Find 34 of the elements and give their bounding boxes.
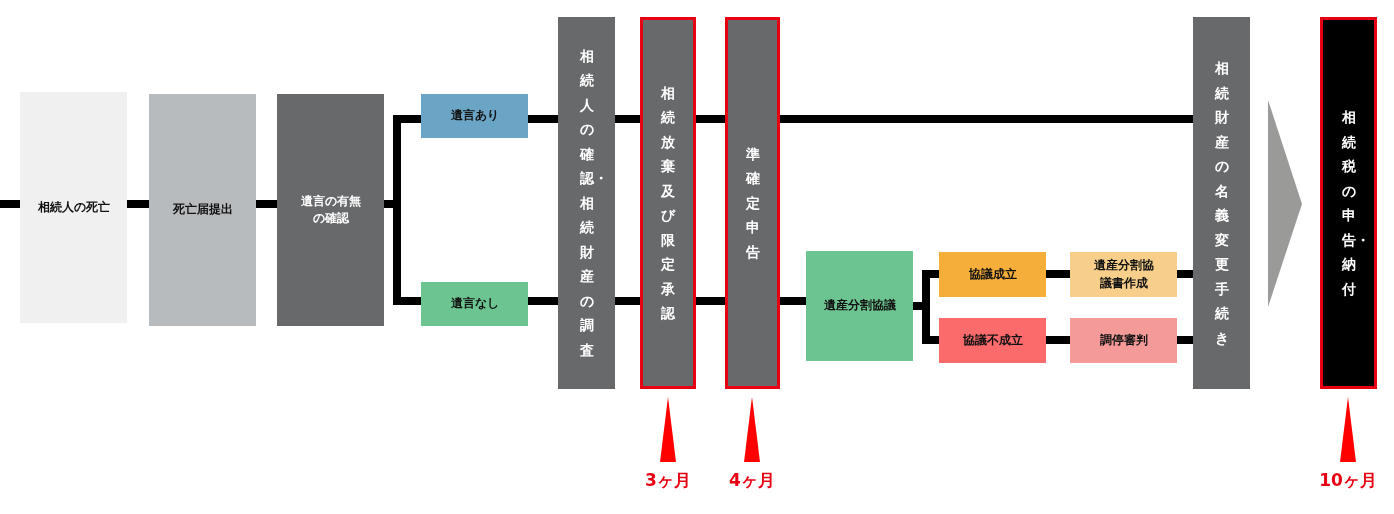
- connector-line: [615, 297, 640, 305]
- connector-line: [1177, 336, 1193, 344]
- connector-line: [696, 297, 725, 305]
- connector-line: [615, 115, 640, 123]
- connector-line: [780, 115, 1193, 123]
- connector-line: [1177, 270, 1193, 278]
- process-box: 遺産分割協議: [806, 251, 913, 361]
- process-box: 協議不成立: [939, 318, 1046, 363]
- process-box: 遺言の有無の確認: [277, 94, 384, 326]
- connector-line: [528, 297, 558, 305]
- process-box: 調停審判: [1070, 318, 1177, 363]
- process-box: 遺言あり: [421, 94, 528, 138]
- process-column: 相続放棄及び限定承認: [640, 17, 696, 389]
- connector-line: [1046, 336, 1070, 344]
- process-column: 相続税の申告・納付: [1320, 17, 1377, 389]
- process-column: 準確定申告: [725, 17, 780, 389]
- process-box: 遺言なし: [421, 282, 528, 326]
- process-box: 死亡届提出: [149, 94, 256, 326]
- process-column: 相続財産の名義変更手続き: [1193, 17, 1250, 389]
- chevron-arrow: [1268, 100, 1302, 307]
- connector-line: [0, 200, 20, 208]
- connector-line: [696, 115, 725, 123]
- process-box: 相続人の死亡: [20, 92, 127, 323]
- deadline-label: 4ヶ月: [728, 469, 776, 492]
- connector-line: [528, 115, 558, 123]
- deadline-label: 3ヶ月: [644, 469, 692, 492]
- process-box: 協議成立: [939, 252, 1046, 297]
- deadline-label: 10ヶ月: [1318, 469, 1378, 492]
- connector-line: [256, 200, 277, 208]
- connector-line: [780, 297, 806, 305]
- connector-line: [127, 200, 149, 208]
- process-box: 遺産分割協議書作成: [1070, 252, 1177, 297]
- process-column: 相続人の確認・相続財産の調査: [558, 17, 615, 389]
- connector-line: [1046, 270, 1070, 278]
